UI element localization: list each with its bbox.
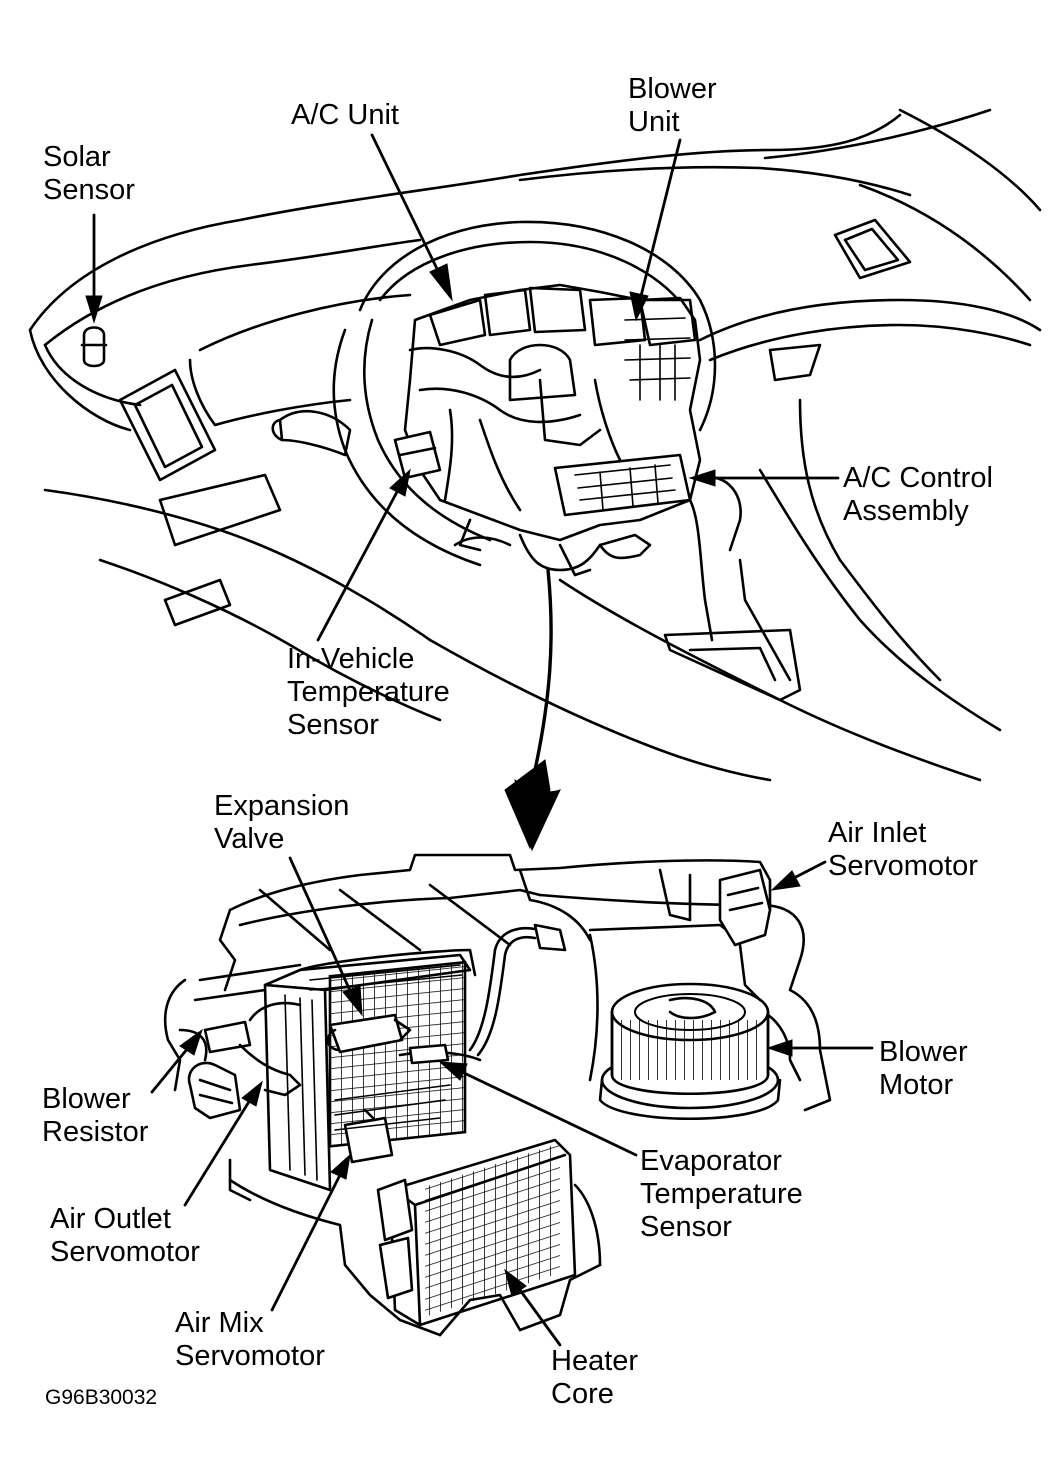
hvac-module-lower bbox=[163, 853, 832, 1337]
label-ac-control-assembly: A/C Control Assembly bbox=[843, 462, 993, 527]
leader-lines bbox=[85, 133, 874, 1347]
label-blower-unit: Blower Unit bbox=[628, 73, 717, 138]
transition-arrow bbox=[504, 568, 561, 852]
label-air-outlet-servomotor: Air Outlet Servomotor bbox=[50, 1203, 200, 1268]
label-blower-motor: Blower Motor bbox=[879, 1036, 968, 1101]
hvac-assembly-upper bbox=[80, 283, 702, 577]
label-expansion-valve: Expansion Valve bbox=[214, 790, 350, 855]
label-evaporator-temperature-sensor: Evaporator Temperature Sensor bbox=[640, 1145, 803, 1243]
label-solar-sensor: Solar Sensor bbox=[43, 141, 135, 206]
label-in-vehicle-temperature-sensor: In-Vehicle Temperature Sensor bbox=[287, 643, 450, 741]
dashboard-outline bbox=[28, 108, 1042, 782]
label-heater-core: Heater Core bbox=[551, 1345, 639, 1410]
label-blower-resistor: Blower Resistor bbox=[42, 1083, 149, 1148]
solar-sensor-part bbox=[82, 326, 106, 368]
label-air-mix-servomotor: Air Mix Servomotor bbox=[175, 1307, 325, 1372]
label-ac-unit: A/C Unit bbox=[291, 99, 399, 131]
label-air-inlet-servomotor: Air Inlet Servomotor bbox=[828, 817, 978, 882]
figure-code: G96B30032 bbox=[45, 1386, 158, 1409]
